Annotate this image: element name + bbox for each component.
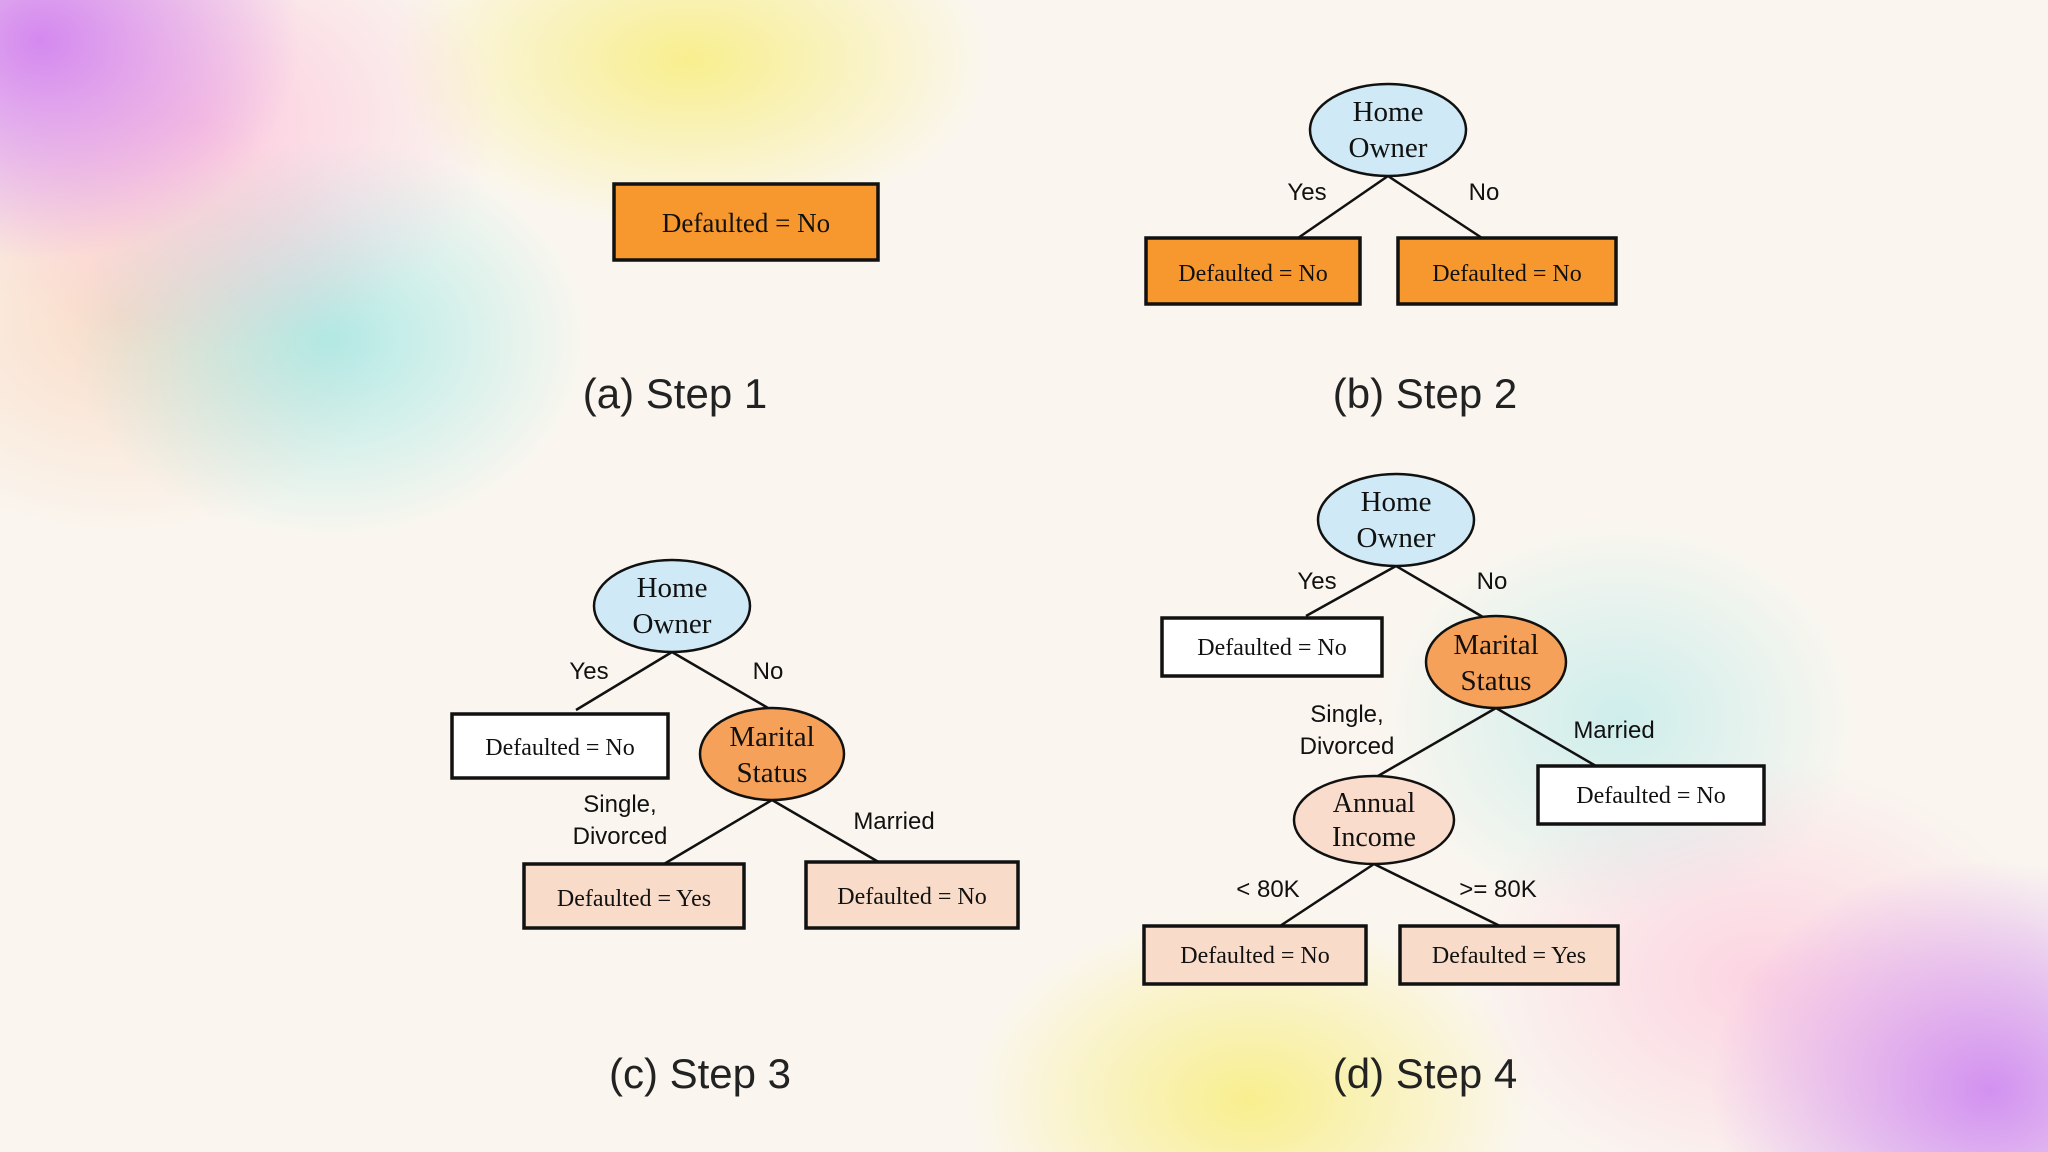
- leaf-step4-lt-80k-label: Defaulted = No: [1180, 943, 1329, 969]
- edge-single: [1377, 706, 1497, 778]
- leaf-step4-ge-80k: [1398, 924, 1620, 986]
- node-annual-income-line1: Annual: [1333, 788, 1416, 819]
- node-marital-status-line1: Marital: [1453, 629, 1538, 661]
- leaf-step3-yes: [450, 712, 670, 780]
- leaf-step4-ge-80k-label: Defaulted = Yes: [1432, 943, 1586, 969]
- edge-label-yes: Yes: [1287, 179, 1326, 206]
- edge-yes: [1297, 174, 1389, 240]
- node-annual-income-line2: Income: [1332, 822, 1416, 853]
- panel-step2: Home Owner Yes No Defaulted = No Default…: [1144, 82, 1618, 417]
- node-home-owner: [592, 558, 752, 654]
- edge-no: [1387, 174, 1483, 240]
- leaf-step3-single-label: Defaulted = Yes: [557, 886, 711, 912]
- edge-label-no: No: [753, 658, 784, 685]
- edge-married: [1495, 706, 1597, 768]
- node-marital-status: [1424, 614, 1568, 710]
- caption-step3: (c) Step 3: [609, 1050, 791, 1097]
- panel-step3: Home Owner Yes No Defaulted = No Marital…: [450, 558, 1020, 1097]
- node-marital-status-line2: Status: [737, 757, 808, 789]
- caption-step2: (b) Step 2: [1333, 370, 1517, 417]
- node-home-owner: [1308, 82, 1468, 178]
- edge-label-yes: Yes: [1297, 568, 1336, 595]
- edge-label-no: No: [1469, 179, 1500, 206]
- node-home-owner-line2: Owner: [1349, 132, 1428, 164]
- leaf-step3-married-label: Defaulted = No: [837, 884, 986, 910]
- caption-step1: (a) Step 1: [583, 370, 767, 417]
- leaf-step4-yes: [1160, 616, 1384, 678]
- edge-label-single-line2: Divorced: [573, 823, 668, 850]
- edge-yes: [1305, 564, 1397, 618]
- edge-lt-80k: [1279, 862, 1375, 928]
- leaf-step1-root-label: Defaulted = No: [662, 208, 830, 238]
- edge-label-married: Married: [853, 808, 934, 835]
- leaf-step1-root: [612, 182, 880, 262]
- panel-step4: Home Owner Yes No Defaulted = No Marital…: [1142, 472, 1766, 1097]
- node-home-owner-line2: Owner: [633, 608, 712, 640]
- leaf-step2-no-label: Defaulted = No: [1432, 261, 1581, 287]
- node-marital-status-line2: Status: [1461, 665, 1532, 697]
- leaf-step4-married: [1536, 764, 1766, 826]
- leaf-step3-married: [804, 860, 1020, 930]
- leaf-step4-lt-80k: [1142, 924, 1368, 986]
- edge-label-single-line1: Single,: [1310, 701, 1383, 728]
- edge-ge-80k: [1373, 862, 1501, 928]
- edge-single: [663, 798, 773, 866]
- node-home-owner-line1: Home: [1353, 96, 1424, 128]
- leaf-step4-married-label: Defaulted = No: [1576, 783, 1725, 809]
- leaf-step3-single: [522, 862, 746, 930]
- edge-label-lt-80k: < 80K: [1236, 876, 1299, 903]
- panel-step1: Defaulted = No (a) Step 1: [583, 182, 880, 417]
- edge-label-no: No: [1477, 568, 1508, 595]
- edge-no: [671, 650, 769, 710]
- node-home-owner: [1316, 472, 1476, 568]
- leaf-step2-yes: [1144, 236, 1362, 306]
- edge-label-married: Married: [1573, 717, 1654, 744]
- leaf-step2-yes-label: Defaulted = No: [1178, 261, 1327, 287]
- edge-label-single-line1: Single,: [583, 791, 656, 818]
- node-home-owner-line1: Home: [1361, 486, 1432, 518]
- leaf-step4-yes-label: Defaulted = No: [1197, 635, 1346, 661]
- edge-label-yes: Yes: [569, 658, 608, 685]
- node-marital-status: [698, 706, 846, 802]
- leaf-step3-yes-label: Defaulted = No: [485, 735, 634, 761]
- node-annual-income: [1292, 774, 1456, 866]
- node-marital-status-line1: Marital: [729, 721, 814, 753]
- edge-label-ge-80k: >= 80K: [1459, 876, 1536, 903]
- leaf-step2-no: [1396, 236, 1618, 306]
- edge-no: [1395, 564, 1489, 622]
- node-home-owner-line2: Owner: [1357, 522, 1436, 554]
- edge-yes: [575, 650, 673, 712]
- node-home-owner-line1: Home: [637, 572, 708, 604]
- edge-label-single-line2: Divorced: [1300, 733, 1395, 760]
- edge-married: [771, 798, 883, 866]
- caption-step4: (d) Step 4: [1333, 1050, 1517, 1097]
